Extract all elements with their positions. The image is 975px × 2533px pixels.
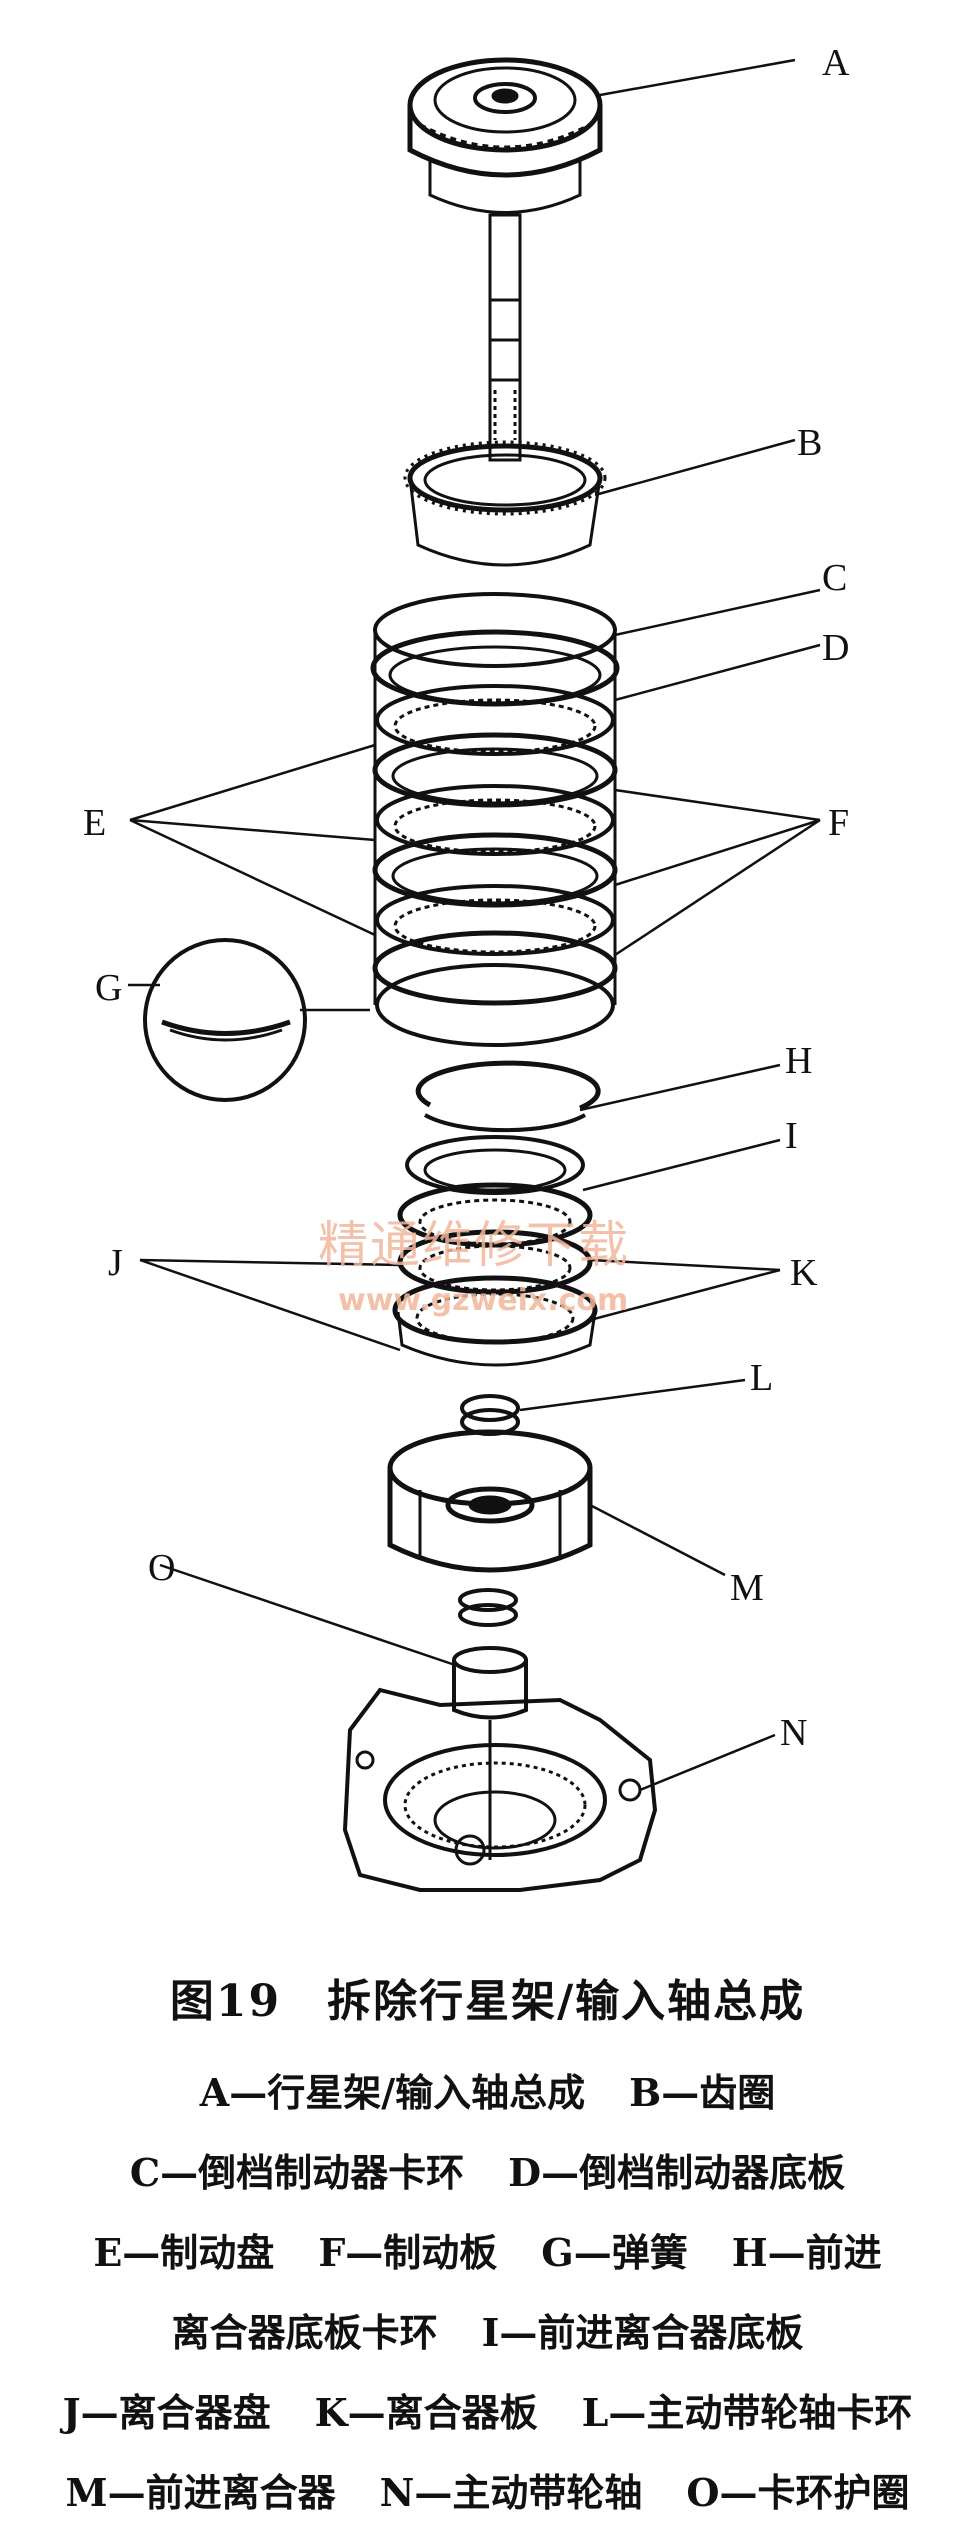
part-B-ring-gear [403, 440, 607, 567]
legend-line-2: C—倒档制动器卡环 D—倒档制动器底板 [0, 2133, 975, 2213]
part-L-snap-ring [460, 1394, 520, 1436]
legend-item: G—弹簧 [541, 2230, 688, 2275]
label-D: D [822, 627, 849, 669]
label-A: A [822, 42, 850, 84]
watermark-url: www.gzweix.com [338, 1283, 628, 1318]
part-C-D-E-F-brake-stack [370, 592, 620, 1047]
exploded-assembly-diagram: 精通维修下载 www.gzweix.com A B C D E F G H I … [83, 42, 850, 1892]
watermark-text: 精通维修下载 [318, 1216, 630, 1274]
label-H: H [785, 1040, 812, 1082]
legend-item: A—行星架/输入轴总成 [199, 2070, 586, 2115]
label-G: G [95, 967, 122, 1009]
legend-item: H—前进 [731, 2230, 882, 2275]
legend-item: L—主动带轮轴卡环 [581, 2390, 913, 2435]
label-I: I [785, 1115, 798, 1157]
legend-item: E—制动盘 [93, 2230, 275, 2275]
part-labels: A B C D E F G H I J K L M O N [83, 42, 850, 1754]
legend-item: K—离合器板 [314, 2390, 538, 2435]
label-K: K [790, 1252, 818, 1294]
legend-item: D—倒档制动器底板 [508, 2150, 846, 2195]
label-O: O [148, 1547, 175, 1589]
part-O-retainer [452, 1588, 528, 1720]
label-M: M [730, 1567, 764, 1609]
label-E: E [83, 802, 106, 844]
leader-lines [128, 58, 821, 1792]
part-N-drive-pulley-shaft [342, 1687, 658, 1892]
legend-item: J—离合器盘 [62, 2390, 271, 2435]
legend-item: O—卡环护圈 [686, 2470, 910, 2515]
label-F: F [828, 802, 849, 844]
part-H-I-J-K-clutch-pack [392, 1060, 601, 1367]
legend-line-4: 离合器底板卡环 I—前进离合器底板 [0, 2293, 975, 2373]
legend-item: C—倒档制动器卡环 [129, 2150, 465, 2195]
label-J: J [108, 1242, 123, 1284]
figure-title: 图19 拆除行星架/输入轴总成 [169, 1976, 806, 2027]
label-B: B [797, 422, 822, 464]
legend-item: N—主动带轮轴 [379, 2470, 643, 2515]
legend-line-6: M—前进离合器 N—主动带轮轴 O—卡环护圈 [0, 2453, 975, 2533]
legend-line-5: J—离合器盘 K—离合器板 L—主动带轮轴卡环 [0, 2373, 975, 2453]
figure-caption: 图19 拆除行星架/输入轴总成 A—行星架/输入轴总成 B—齿圈 C—倒档制动器卡… [0, 1965, 975, 2533]
label-N: N [780, 1712, 807, 1754]
part-G-spring-inset [143, 938, 307, 1102]
part-A-planet-carrier [407, 57, 603, 462]
legend-item: F—制动板 [318, 2230, 498, 2275]
label-L: L [750, 1357, 773, 1399]
watermark: 精通维修下载 www.gzweix.com [318, 1216, 630, 1318]
legend-item: B—齿圈 [629, 2070, 776, 2115]
label-C: C [822, 557, 847, 599]
legend-line-1: A—行星架/输入轴总成 B—齿圈 [0, 2053, 975, 2133]
part-M-forward-clutch [387, 1429, 593, 1573]
legend-line-3: E—制动盘 F—制动板 G—弹簧 H—前进 [0, 2213, 975, 2293]
legend-item: I—前进离合器底板 [481, 2310, 804, 2355]
legend-item: 离合器底板卡环 [171, 2310, 438, 2355]
legend-item: M—前进离合器 [65, 2470, 336, 2515]
